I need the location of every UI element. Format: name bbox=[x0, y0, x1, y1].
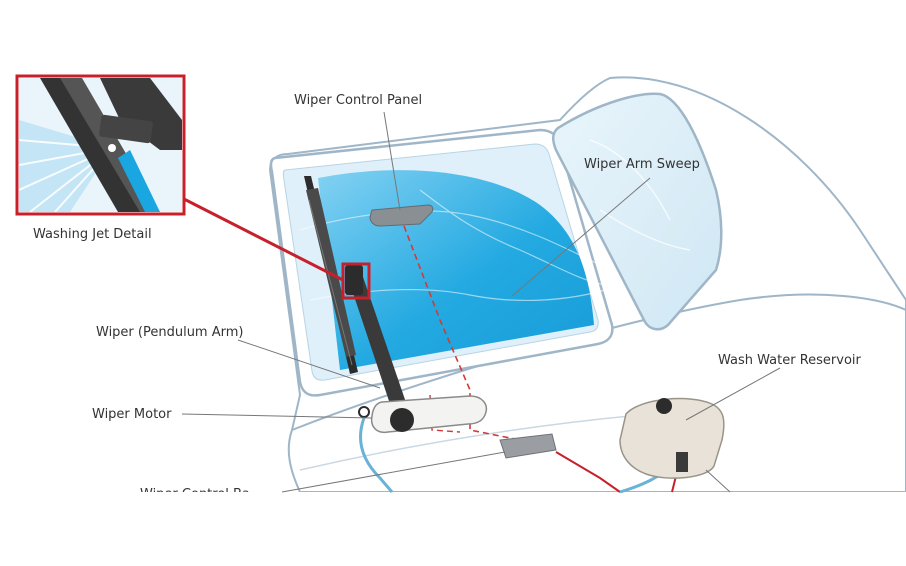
leader-pump bbox=[705, 469, 731, 493]
washing-jet-inset bbox=[15, 74, 186, 216]
label-wash-water-reservoir: Wash Water Reservoir bbox=[718, 353, 862, 368]
inset-jet-nozzle-icon bbox=[108, 144, 116, 152]
leader-control-panel bbox=[383, 111, 401, 211]
leader-pendulum-arm bbox=[237, 339, 381, 389]
label-wiper-arm-sweep: Wiper Arm Sweep bbox=[584, 157, 700, 172]
windshield bbox=[269, 128, 614, 397]
inset-washer-hose bbox=[118, 150, 160, 212]
wiper-arm bbox=[345, 265, 412, 428]
wash-water-reservoir bbox=[619, 397, 725, 479]
washer-pump bbox=[676, 452, 688, 472]
leader-wiper-motor bbox=[181, 413, 373, 419]
washing-jet-highlight bbox=[341, 262, 371, 300]
reservoir-cap bbox=[656, 398, 672, 414]
side-window-reflection bbox=[589, 139, 691, 251]
inset-frame bbox=[15, 74, 186, 216]
wiper-motor bbox=[358, 395, 488, 434]
wiper-control-panel bbox=[369, 204, 434, 227]
label-wiper-control-panel: Wiper Control Panel bbox=[294, 93, 422, 108]
control-wiring bbox=[403, 225, 521, 441]
callout-connector bbox=[181, 196, 344, 282]
leader-arm-sweep bbox=[511, 177, 651, 297]
washer-hose bbox=[359, 417, 394, 493]
side-window bbox=[552, 92, 723, 331]
hood-line bbox=[291, 293, 906, 431]
leader-reservoir bbox=[685, 367, 781, 421]
label-wiper-pendulum-arm: Wiper (Pendulum Arm) bbox=[96, 325, 243, 340]
washing-jet-nozzle bbox=[345, 265, 363, 295]
washer-nozzle-fitting bbox=[358, 406, 370, 418]
label-washing-jet-detail: Washing Jet Detail bbox=[33, 227, 152, 242]
label-wiper-control-unit-partial: Wiper Control Ba bbox=[140, 487, 250, 502]
label-wiper-motor: Wiper Motor bbox=[92, 407, 172, 422]
leader-control-unit bbox=[281, 451, 506, 493]
side-window-glass bbox=[552, 92, 723, 331]
